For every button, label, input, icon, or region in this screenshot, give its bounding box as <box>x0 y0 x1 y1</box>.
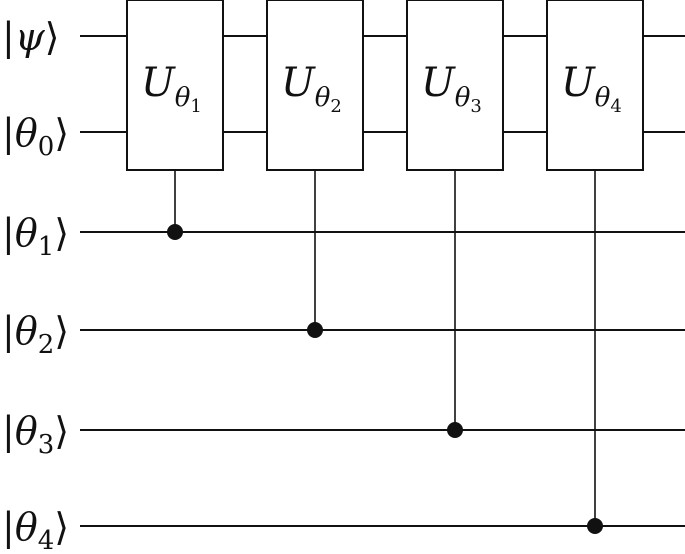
ket-angle: ⟩ <box>54 309 69 353</box>
ket-angle: ⟩ <box>45 15 60 59</box>
gate-param: θ <box>455 83 471 113</box>
gate-base: U <box>141 60 176 106</box>
ket-angle: ⟩ <box>54 111 69 155</box>
ket-symbol: θ <box>15 111 38 155</box>
gate-subscript: 2 <box>330 96 341 117</box>
ket-symbol: θ <box>15 505 38 549</box>
ket-subscript: 1 <box>38 232 55 262</box>
gate-base: U <box>281 60 316 106</box>
ket-symbol: θ <box>15 211 38 255</box>
ket-symbol: θ <box>15 309 38 353</box>
ket-angle: ⟩ <box>54 211 69 255</box>
ket-symbol: θ <box>15 409 38 453</box>
ket-label-1: |θ0⟩ <box>2 111 69 162</box>
gate-base: U <box>421 60 456 106</box>
gate-label-3: Uθ3 <box>421 60 482 117</box>
gate-box-4 <box>546 0 644 171</box>
gate-subscript: 4 <box>610 96 621 117</box>
ket-bar: | <box>2 15 15 59</box>
ket-label-3: |θ2⟩ <box>2 309 69 360</box>
ket-bar: | <box>2 111 15 155</box>
ket-subscript: 0 <box>38 132 55 162</box>
gate-param: θ <box>175 83 191 113</box>
ket-subscript: 3 <box>38 430 55 460</box>
control-dot-4 <box>587 518 603 534</box>
gate-param: θ <box>595 83 611 113</box>
gate-base: U <box>561 60 596 106</box>
ket-bar: | <box>2 309 15 353</box>
gate-box-1 <box>126 0 224 171</box>
gate-box-2 <box>266 0 364 171</box>
ket-subscript: 2 <box>38 330 55 360</box>
ket-angle: ⟩ <box>54 505 69 549</box>
ket-label-5: |θ4⟩ <box>2 505 69 554</box>
ket-label-0: |ψ⟩ <box>2 15 59 59</box>
gate-param: θ <box>315 83 331 113</box>
gate-box-3 <box>406 0 504 171</box>
control-dot-1 <box>167 224 183 240</box>
ket-label-2: |θ1⟩ <box>2 211 69 262</box>
ket-bar: | <box>2 505 15 549</box>
gate-label-2: Uθ2 <box>281 60 342 117</box>
ket-subscript: 4 <box>38 526 55 554</box>
gate-subscript: 3 <box>470 96 481 117</box>
ket-angle: ⟩ <box>54 409 69 453</box>
ket-symbol: ψ <box>15 15 46 59</box>
ket-label-4: |θ3⟩ <box>2 409 69 460</box>
control-dot-2 <box>307 322 323 338</box>
ket-bar: | <box>2 409 15 453</box>
gate-label-1: Uθ1 <box>141 60 202 117</box>
ket-bar: | <box>2 211 15 255</box>
control-dot-3 <box>447 422 463 438</box>
gate-subscript: 1 <box>190 96 201 117</box>
gate-label-4: Uθ4 <box>561 60 622 117</box>
